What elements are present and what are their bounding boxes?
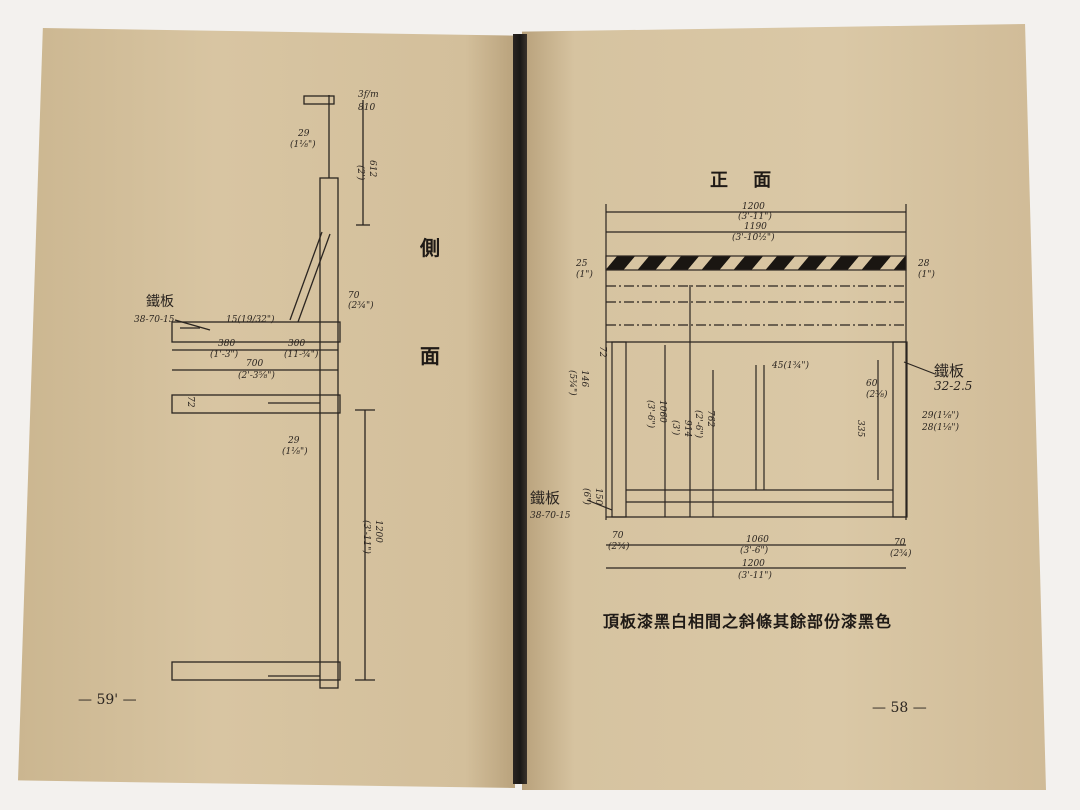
dim-top-a: 3f/m <box>358 90 379 100</box>
dim-bottom1200-in: (3'-11") <box>738 570 772 581</box>
dim-bottom1200: 1200 <box>742 559 765 569</box>
plate-spec-front-right: 32-2.5 <box>934 379 972 393</box>
dim-1060-bottom: 1060 <box>746 535 769 545</box>
dim-146-in: (5¾") <box>567 370 578 396</box>
dim-380-in: (1'-3") <box>210 349 239 360</box>
dim-1060-vertical-in: (3'-6") <box>645 400 656 429</box>
dim-1060-bottom-in: (3'-6") <box>740 545 769 556</box>
dim-60-in: (2⅜) <box>866 389 888 400</box>
dim-1060-vertical: 1060 <box>657 400 667 423</box>
dim-29b-in: (1⅛") <box>282 446 308 457</box>
dim-28-in: (1") <box>918 269 935 280</box>
dim-29-in: (1⅛") <box>290 139 316 150</box>
dim-28: 28 <box>917 259 930 269</box>
side-bottom-board <box>171 661 341 681</box>
dim-1200: 1200 <box>373 520 383 543</box>
dim-45: 45(1¾") <box>771 360 810 371</box>
dim-29-right: 29(1⅛") <box>921 410 960 421</box>
dim-top-b: 810 <box>358 103 375 113</box>
plate-label-side: 鐵板 <box>146 293 174 310</box>
dim-1200-in: (3'-11") <box>361 520 372 554</box>
dim-612: 612 <box>367 160 377 177</box>
dim-70: 70 <box>348 291 360 301</box>
dim-25-in: (1") <box>576 269 593 280</box>
dim-1190-in: (3'-10½") <box>732 232 775 243</box>
dim-300: 300 <box>288 339 305 349</box>
dim-700: 700 <box>246 359 263 369</box>
plate-spec-left: 38-70-15 <box>134 315 175 325</box>
dim-700-in: (2'-3⅝") <box>238 370 275 381</box>
dim-15: 15(19/32") <box>226 314 275 325</box>
dim-70-left-in: (2¾) <box>608 541 630 552</box>
dim-70-left: 70 <box>612 531 624 541</box>
side-top-board <box>171 321 341 343</box>
front-view-title: 正 面 <box>710 170 772 191</box>
left-page <box>18 28 515 788</box>
dim-914-in: (3') <box>670 420 681 436</box>
side-view-title-2: 面 <box>420 344 440 368</box>
dim-top1200: 1200 <box>742 202 765 212</box>
dim-762: 762 <box>705 410 715 427</box>
dim-762-in: (2'-6") <box>693 410 704 439</box>
dim-380: 380 <box>218 339 235 349</box>
book-spine <box>513 34 527 784</box>
dim-29b: 29 <box>287 436 300 446</box>
dim-70-in: (2¾") <box>348 300 374 311</box>
plate-label-front-right: 鐵板 <box>934 362 964 380</box>
dim-70-right: 70 <box>894 538 906 548</box>
dim-300-in: (11-¾") <box>284 349 319 360</box>
dim-28-right: 28(1⅛") <box>921 422 960 433</box>
dim-150: 150 <box>593 488 603 505</box>
dim-335: 335 <box>855 420 865 437</box>
striped-top-board <box>605 255 907 271</box>
side-view-title-1: 側 <box>420 236 440 260</box>
dim-72: 72 <box>185 396 195 408</box>
dim-29: 29 <box>297 129 310 139</box>
plate-label-front-left: 鐵板 <box>530 489 560 507</box>
dim-top1200-in: (3'-11") <box>738 211 772 222</box>
page-number-right: — 58 — <box>872 700 927 716</box>
dim-150-in: (6") <box>581 488 592 505</box>
side-middle-board <box>171 394 341 414</box>
dim-60: 60 <box>866 379 878 389</box>
page-number-left: — 59' — <box>78 692 137 708</box>
dim-612-in: (2') <box>355 165 366 181</box>
right-page <box>522 24 1046 790</box>
dim-1190: 1190 <box>744 222 767 232</box>
front-view-caption: 頂板漆黑白相間之斜條其餘部份漆黑色 <box>603 612 893 631</box>
dim-25: 25 <box>575 259 588 269</box>
dim-72-right: 72 <box>597 346 607 358</box>
dim-70-right-in: (2¾) <box>890 548 912 559</box>
dim-914: 914 <box>682 420 692 437</box>
dim-146: 146 <box>579 370 589 387</box>
plate-spec-front-left: 38-70-15 <box>530 511 571 521</box>
